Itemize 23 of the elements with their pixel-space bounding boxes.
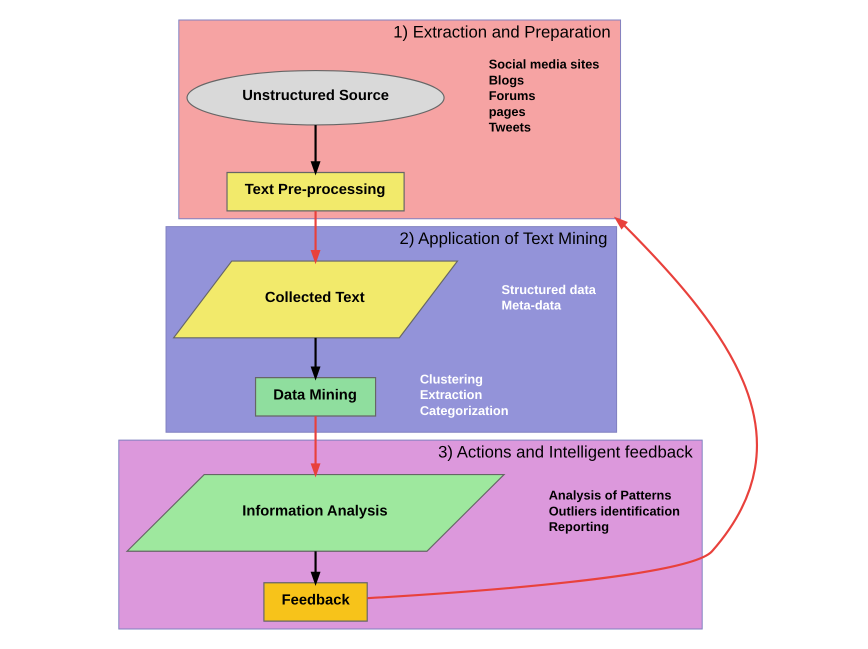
- arrow: [310, 211, 321, 264]
- node-label: Social media sites: [488, 56, 600, 72]
- node-box: Text Pre-processing: [226, 172, 405, 212]
- arrow: [310, 416, 321, 478]
- node-label: Reporting: [548, 519, 610, 534]
- node-label: Meta-data: [502, 298, 562, 313]
- arrow: [310, 338, 321, 381]
- node-label: Categorization: [420, 402, 509, 418]
- node-label: Forums: [488, 88, 536, 104]
- arrow: [310, 551, 321, 586]
- node-label: Analysis of Patterns: [548, 488, 672, 503]
- node-label: Clustering: [420, 371, 483, 386]
- arrow: [367, 216, 758, 600]
- node-label: Structured data: [502, 282, 596, 297]
- arrow: [310, 125, 321, 176]
- node-label: Outliers identification: [548, 503, 680, 518]
- node-label: Extraction: [420, 387, 482, 402]
- node-label: Tweets: [488, 120, 532, 135]
- node-label: Blogs: [488, 72, 524, 88]
- node-label: pages: [488, 104, 526, 119]
- node-ellipse: Unstructured Source: [186, 70, 445, 126]
- node-box: Data Mining: [254, 377, 376, 417]
- node-box: Feedback: [263, 582, 368, 622]
